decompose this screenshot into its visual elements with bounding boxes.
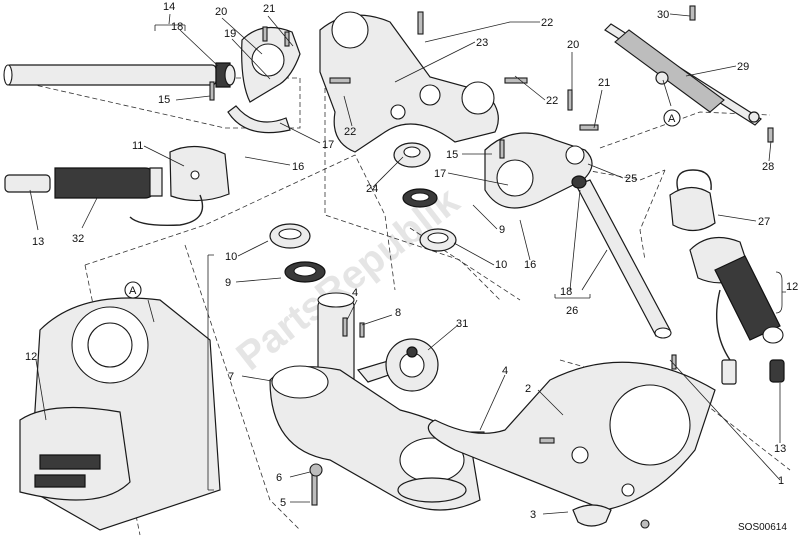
callout-23: 23 xyxy=(476,37,488,49)
callout-21: 21 xyxy=(263,3,275,15)
callout-31: 31 xyxy=(456,318,468,330)
callout-9: 9 xyxy=(225,277,231,289)
callout-9b: 9 xyxy=(499,224,505,236)
callout-14: 14 xyxy=(163,1,175,13)
upper-triple-clamp xyxy=(319,11,528,153)
callout-7: 7 xyxy=(228,371,234,383)
grip-and-switch-left xyxy=(4,145,230,227)
leader-lines xyxy=(29,13,781,515)
callout-10b: 10 xyxy=(495,259,507,271)
braces xyxy=(154,24,786,491)
steering-damper xyxy=(604,5,774,143)
callout-4b: 4 xyxy=(352,287,358,299)
callout-8: 8 xyxy=(395,307,401,319)
callout-20: 20 xyxy=(215,6,227,18)
lower-triple-clamp xyxy=(269,292,485,511)
handlebar-tube-right xyxy=(571,175,672,339)
callout-19: 19 xyxy=(224,28,236,40)
callout-22c: 22 xyxy=(344,126,356,138)
callout-4: 4 xyxy=(502,365,508,377)
callout-1: 1 xyxy=(778,475,784,487)
callout-6: 6 xyxy=(276,472,282,484)
callout-3: 3 xyxy=(530,509,536,521)
grip-and-throttle-right xyxy=(669,169,785,385)
callout-18: 18 xyxy=(171,21,183,33)
callout-21b: 21 xyxy=(598,77,610,89)
callout-20b: 20 xyxy=(567,39,579,51)
callout-13b: 13 xyxy=(774,443,786,455)
callout-22b: 22 xyxy=(546,95,558,107)
callout-labels: 14 18 20 19 21 15 17 16 11 13 32 22 23 2… xyxy=(25,1,798,521)
frame-outline-left xyxy=(19,297,221,531)
view-marker-a-right: A xyxy=(662,79,681,127)
callout-25: 25 xyxy=(625,173,637,185)
callout-24: 24 xyxy=(366,183,378,195)
view-marker-a-left: A xyxy=(124,281,155,323)
handlebar-clamp-right xyxy=(484,89,599,209)
callout-15b: 15 xyxy=(446,149,458,161)
callout-12: 12 xyxy=(786,281,798,293)
handlebar-tube-left xyxy=(3,62,236,88)
diagram-reference-code: SOS00614 xyxy=(738,522,787,533)
callout-17: 17 xyxy=(322,139,334,151)
horn xyxy=(356,338,439,392)
steering-bearings xyxy=(269,142,457,283)
callout-22: 22 xyxy=(541,17,553,29)
callout-13: 13 xyxy=(32,236,44,248)
callout-16b: 16 xyxy=(524,259,536,271)
callout-30: 30 xyxy=(657,9,669,21)
callout-18b: 18 xyxy=(560,286,572,298)
callout-2: 2 xyxy=(525,383,531,395)
callout-17b: 17 xyxy=(434,168,446,180)
callout-27: 27 xyxy=(758,216,770,228)
fork-guard-plate xyxy=(427,354,716,529)
svg-text:A: A xyxy=(668,113,676,125)
callout-28: 28 xyxy=(762,161,774,173)
callout-5: 5 xyxy=(280,497,286,509)
callout-10: 10 xyxy=(225,251,237,263)
callout-12b: 12 xyxy=(25,351,37,363)
callout-26: 26 xyxy=(566,305,578,317)
callout-29: 29 xyxy=(737,61,749,73)
callout-15: 15 xyxy=(158,94,170,106)
callout-11: 11 xyxy=(132,140,143,152)
callout-32: 32 xyxy=(72,233,84,245)
svg-text:A: A xyxy=(129,285,137,297)
callout-16: 16 xyxy=(292,161,304,173)
